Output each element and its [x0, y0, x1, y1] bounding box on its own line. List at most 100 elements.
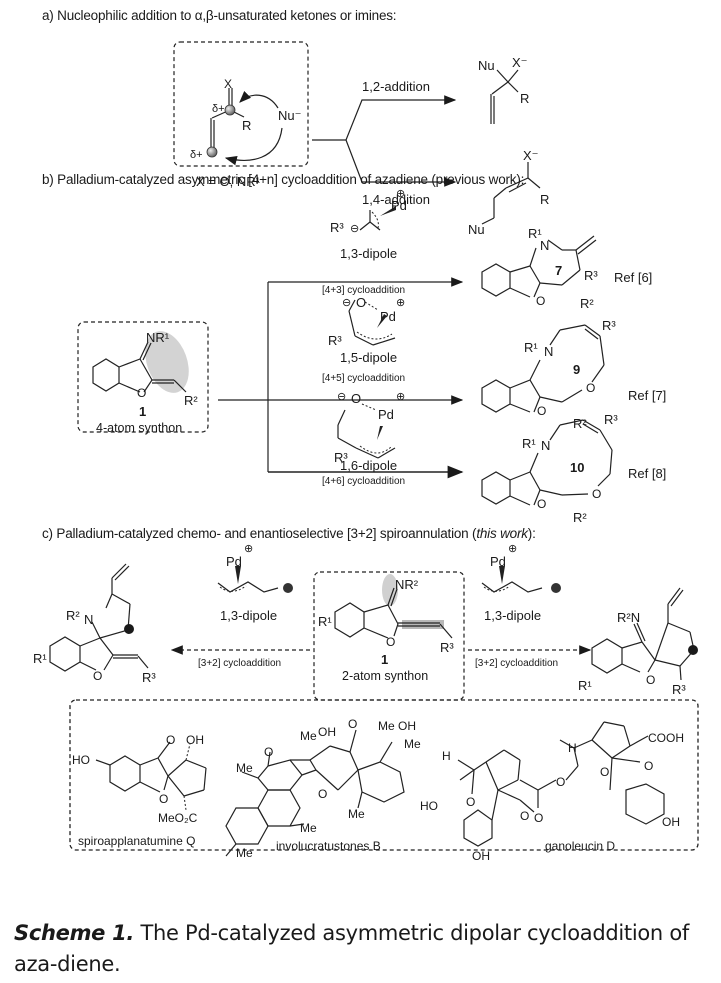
section-c-heading-end: ):	[527, 526, 536, 541]
dipole-label: 1,3-dipole	[484, 608, 541, 623]
negative-charge-icon: ⊖	[337, 391, 346, 403]
r1-label: R¹	[528, 226, 542, 241]
r2-label: R²	[573, 510, 587, 525]
oh-label: OH	[186, 733, 204, 747]
positive-charge-icon: ⊕	[396, 297, 405, 309]
n-label: N	[544, 344, 553, 359]
dipole-13-pd	[359, 206, 396, 231]
o-label: O	[166, 733, 175, 747]
o-label: O	[520, 809, 529, 823]
addition-fork	[312, 95, 457, 187]
x-definition: X = O, NR¹	[196, 174, 261, 189]
me-label: Me	[236, 761, 253, 775]
r3-label: R³	[672, 682, 686, 697]
section-c-heading-main: c) Palladium-catalyzed chemo- and enanti…	[42, 526, 477, 541]
ref-label: Ref [8]	[628, 466, 666, 481]
pd-label: Pd	[391, 198, 407, 213]
me-label: Me	[348, 807, 365, 821]
pd-label: Pd	[226, 554, 242, 569]
reaction-label: [3+2] cycloaddition	[198, 658, 281, 669]
spiro-product-right	[591, 587, 698, 681]
section-b-heading: b) Palladium-catalyzed asymmetric [4+n] …	[42, 172, 525, 187]
nu-label: Nu	[478, 58, 495, 73]
o-label: O	[644, 759, 653, 773]
r3-label: R³	[334, 450, 348, 465]
product-12-addition	[490, 69, 519, 124]
compound-number: 1	[381, 652, 388, 667]
delta-plus-label: δ+	[190, 149, 203, 161]
product-7-structure	[481, 235, 597, 298]
oh-label: OH	[472, 849, 490, 863]
synthon-2-atom-box	[313, 571, 465, 701]
dipole-13-left	[217, 566, 293, 593]
reaction-label: [4+5] cycloaddition	[322, 373, 405, 384]
nu-label: Nu⁻	[278, 108, 301, 123]
caption-text: The Pd-catalyzed asymmetric dipolar cycl…	[14, 921, 689, 976]
o-label: O	[556, 775, 565, 789]
path-label-14-addition: 1,4-addition	[362, 192, 430, 207]
dipole-13-right	[481, 566, 561, 593]
negative-charge-icon: ⊖	[342, 297, 351, 309]
product-9-structure	[481, 324, 605, 413]
n-label: N	[84, 612, 93, 627]
r1-label: R¹	[578, 678, 592, 693]
product-number-7: 7	[555, 263, 562, 278]
o-label: O	[466, 795, 475, 809]
o-label: O	[351, 391, 361, 406]
natural-product-name: spiroapplanatumine Q	[78, 834, 195, 848]
product-10-structure	[481, 419, 613, 506]
section-c-heading-italic: this work	[476, 526, 528, 541]
positive-charge-icon: ⊕	[396, 188, 405, 200]
nucleophile-dot	[283, 583, 293, 593]
r3-label: R³	[330, 220, 344, 235]
product-14-addition	[481, 162, 541, 225]
synthon-4-atom-box	[77, 321, 209, 433]
n-label: N	[540, 238, 549, 253]
r3-label: R³	[604, 412, 618, 427]
involucratustones-b-structure	[225, 729, 405, 857]
pd-label: Pd	[490, 554, 506, 569]
cooh-label: COOH	[648, 731, 684, 745]
o-label: O	[264, 745, 273, 759]
product-number-10: 10	[570, 460, 584, 475]
me-label: Me	[378, 719, 395, 733]
o-label: O	[534, 811, 543, 825]
ref-label: Ref [7]	[628, 388, 666, 403]
positive-charge-icon: ⊕	[244, 543, 253, 555]
r1-label: R¹	[524, 340, 538, 355]
me-label: Me	[300, 821, 317, 835]
o-label: O	[592, 487, 601, 501]
path-label-12-addition: 1,2-addition	[362, 79, 430, 94]
pd-label: Pd	[380, 309, 396, 324]
o-label: O	[348, 717, 357, 731]
electrophilic-carbon-3	[206, 146, 218, 158]
dipole-15-pd	[348, 299, 396, 346]
o-label: O	[159, 792, 168, 806]
o-label: O	[386, 635, 395, 649]
spiro-product-left	[49, 563, 149, 672]
delta-plus-label: δ+	[212, 103, 225, 115]
x-anion-label: X⁻	[523, 148, 539, 163]
caption-label: Scheme 1.	[14, 921, 135, 945]
dipole-label: 1,3-dipole	[220, 608, 277, 623]
reaction-label: [4+3] cycloaddition	[322, 285, 405, 296]
positive-charge-icon: ⊕	[396, 391, 405, 403]
o-label: O	[318, 787, 327, 801]
r-label: R	[242, 118, 251, 133]
section-c-heading: c) Palladium-catalyzed chemo- and enanti…	[42, 526, 536, 541]
electrophilic-carbon-1	[224, 104, 236, 116]
r3-label: R³	[142, 670, 156, 685]
reaction-label: [3+2] cycloaddition	[475, 658, 558, 669]
r3-label: R³	[584, 268, 598, 283]
me-label: Me	[300, 729, 317, 743]
reaction-label: [4+6] cycloaddition	[322, 476, 405, 487]
pd-label: Pd	[378, 407, 394, 422]
r2-label: R²	[580, 296, 594, 311]
x-label: X	[224, 77, 232, 91]
o-label: O	[646, 673, 655, 687]
r2-label: R²	[573, 416, 587, 431]
me-label: Me	[404, 737, 421, 751]
o-label: O	[586, 381, 595, 395]
product-number-9: 9	[573, 362, 580, 377]
